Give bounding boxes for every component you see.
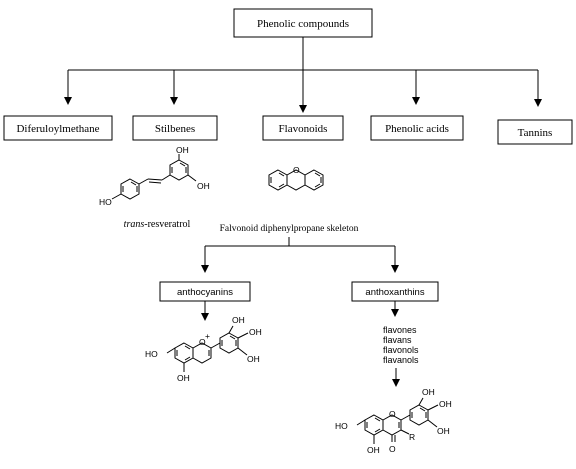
resveratrol-name: trans-resveratrol bbox=[124, 219, 191, 230]
flavonol-oh-bottom: OH bbox=[367, 445, 380, 455]
anthocyanidin-oh-bottom: OH bbox=[177, 373, 190, 383]
root-label: Phenolic compounds bbox=[257, 18, 349, 30]
anthocyanidin-ho-left: HO bbox=[145, 349, 158, 359]
anthoxanthin-type: flavans bbox=[383, 335, 412, 345]
subclass-node-anthoxanthins: anthoxanthins bbox=[351, 281, 439, 302]
class-label-phenolic-acids: Phenolic acids bbox=[385, 123, 449, 135]
anthoxanthin-types-list: flavones flavans flavonols flavanols bbox=[383, 325, 419, 365]
flavonol-oh-mid: OH bbox=[439, 399, 452, 409]
flavonol-ring-oxygen: O bbox=[389, 409, 396, 419]
resveratrol-oh-top: OH bbox=[176, 145, 189, 155]
flavonoid-connectors bbox=[201, 237, 399, 273]
class-node-phenolic-acids: Phenolic acids bbox=[370, 115, 464, 141]
resveratrol-oh-right: OH bbox=[197, 181, 210, 191]
subclass-label-anthoxanthins: anthoxanthins bbox=[365, 287, 424, 298]
anthocyanidin-oh-top: OH bbox=[232, 315, 245, 325]
flavonoid-caption: Falvonoid diphenylpropane skeleton bbox=[220, 224, 359, 234]
anthoxanthin-type: flavanols bbox=[383, 355, 419, 365]
flavonol-ho-left: HO bbox=[335, 421, 348, 431]
flavan-skeleton: O bbox=[268, 165, 324, 191]
flavan-ring-oxygen: O bbox=[293, 165, 300, 175]
flavonol-oh-top: OH bbox=[422, 387, 435, 397]
anthocyanidin-oh-low: OH bbox=[247, 354, 260, 364]
flavonol-structure: O O R HO OH OH OH OH bbox=[335, 387, 452, 455]
anthocyanidin-oh-mid: OH bbox=[249, 327, 262, 337]
class-label-diferuloylmethane: Diferuloylmethane bbox=[16, 123, 99, 135]
flavonol-carbonyl-oxygen: O bbox=[389, 444, 396, 454]
anthocyanidin-oxygen: O bbox=[199, 337, 206, 347]
root-node: Phenolic compounds bbox=[233, 8, 373, 38]
flavonol-oh-low: OH bbox=[437, 426, 450, 436]
anthocyanidin-charge: + bbox=[205, 331, 210, 341]
anthocyanidin-structure: O + HO OH OH OH OH bbox=[145, 315, 262, 383]
class-node-flavonoids: Flavonoids bbox=[262, 115, 344, 141]
anthoxanthin-type: flavones bbox=[383, 325, 417, 335]
class-node-diferuloylmethane: Diferuloylmethane bbox=[3, 115, 113, 141]
class-node-stilbenes: Stilbenes bbox=[132, 115, 218, 141]
resveratrol-suffix: -resveratrol bbox=[144, 219, 190, 230]
class-label-stilbenes: Stilbenes bbox=[155, 123, 195, 135]
class-label-tannins: Tannins bbox=[518, 127, 553, 139]
class-node-tannins: Tannins bbox=[497, 119, 573, 145]
flavonol-r-group: R bbox=[409, 432, 415, 442]
anthoxanthin-type: flavonols bbox=[383, 345, 419, 355]
root-connectors bbox=[64, 37, 542, 113]
resveratrol-ho-left: HO bbox=[99, 197, 112, 207]
class-label-flavonoids: Flavonoids bbox=[279, 123, 328, 135]
subclass-label-anthocyanins: anthocyanins bbox=[177, 287, 233, 298]
subclass-node-anthocyanins: anthocyanins bbox=[159, 281, 251, 302]
resveratrol-structure: OH OH HO bbox=[99, 145, 210, 207]
resveratrol-prefix: trans bbox=[124, 219, 145, 230]
